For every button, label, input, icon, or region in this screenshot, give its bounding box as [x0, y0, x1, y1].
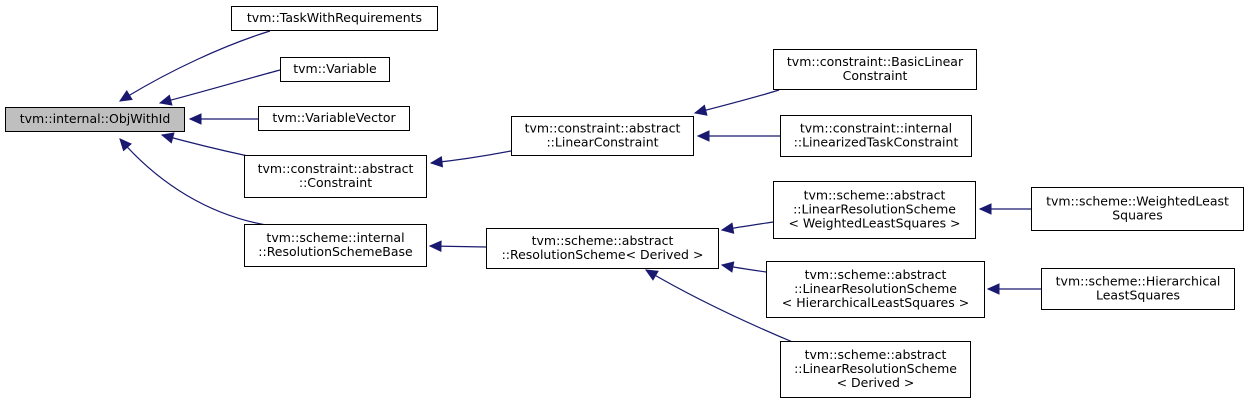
node-label-line: tvm::scheme::WeightedLeast: [1046, 194, 1229, 209]
edge-line: [430, 150, 512, 164]
node-box: [244, 155, 427, 198]
arrowhead: [986, 283, 1000, 295]
arrowhead: [118, 90, 133, 102]
arrowhead: [158, 94, 173, 106]
edge-task_with_requirements-to-objwithid: [118, 30, 271, 102]
node-label-line: tvm::scheme::abstract: [532, 233, 674, 248]
node-label-line: Squares: [1112, 208, 1163, 223]
node-label-line: ::LinearResolutionScheme: [794, 361, 957, 376]
edge-line: [119, 138, 267, 226]
node-label-line: Constraint: [843, 68, 908, 83]
node-label-line: ::ResolutionSchemeBase: [258, 244, 413, 259]
node-label-line: < Derived >: [837, 375, 915, 390]
node-box: [780, 115, 972, 157]
node-label-line: tvm::constraint::internal: [800, 121, 952, 136]
edge-constraint-to-objwithid: [160, 132, 249, 157]
node-label-line: tvm::constraint::BasicLinear: [787, 54, 964, 69]
node-label-line: tvm::scheme::abstract: [804, 188, 946, 203]
edge-lrs_derived-to-resolution_scheme: [644, 269, 796, 344]
node-label-line: tvm::scheme::Hierarchical: [1056, 274, 1221, 289]
arrowhead: [428, 240, 442, 252]
node-label-line: tvm::scheme::abstract: [805, 347, 947, 362]
node-linear-constraint[interactable]: tvm::constraint::abstract::LinearConstra…: [511, 116, 694, 156]
node-objwithid[interactable]: tvm::internal::ObjWithId: [5, 107, 185, 132]
node-lrs-derived[interactable]: tvm::scheme::abstract::LinearResolutionS…: [780, 341, 971, 398]
node-box: [773, 49, 977, 90]
node-box: [1031, 187, 1244, 231]
edge-resolution_scheme_base-to-objwithid: [119, 138, 267, 226]
edge-linearized_task_constraint-to-linear_constraint: [696, 130, 780, 142]
node-label-line: ::LinearResolutionScheme: [793, 202, 956, 217]
node-label-line: ::ResolutionScheme< Derived >: [502, 247, 704, 262]
node-box: [486, 228, 719, 269]
edge-line: [694, 89, 780, 114]
edge-resolution_scheme-to-resolution_scheme_base: [428, 240, 487, 252]
edges-layer: [118, 30, 1041, 344]
arrowhead: [693, 104, 708, 116]
node-variable-vector[interactable]: tvm::VariableVector: [258, 106, 410, 131]
node-box: [231, 6, 438, 31]
node-label-line: tvm::constraint::abstract: [258, 161, 414, 176]
arrowhead: [720, 261, 735, 273]
node-label-line: tvm::scheme::internal: [266, 230, 404, 245]
edge-lrs_weighted-to-resolution_scheme: [720, 221, 774, 234]
edge-line: [159, 69, 281, 104]
node-task-with-requirements[interactable]: tvm::TaskWithRequirements: [231, 6, 438, 31]
node-label-line: < WeightedLeastSquares >: [788, 216, 960, 231]
node-weighted-least-squares[interactable]: tvm::scheme::WeightedLeastSquares: [1031, 187, 1244, 231]
node-label-line: tvm::TaskWithRequirements: [247, 10, 422, 25]
arrowhead: [720, 222, 735, 234]
node-label-line: ::LinearizedTaskConstraint: [794, 135, 959, 150]
node-label-line: tvm::Variable: [293, 61, 377, 76]
node-label-line: ::Constraint: [299, 175, 372, 190]
arrowhead: [978, 203, 992, 215]
arrowhead: [160, 132, 175, 144]
edge-line: [645, 269, 796, 344]
edge-line: [161, 134, 249, 157]
node-label-line: tvm::VariableVector: [272, 110, 396, 125]
edge-variable_vector-to-objwithid: [188, 113, 258, 125]
node-label-line: < HierarchicalLeastSquares >: [782, 295, 969, 310]
node-box: [766, 261, 985, 318]
edge-line: [119, 30, 271, 102]
edge-linear_constraint-to-constraint: [429, 150, 512, 168]
edge-weighted_least_squares-to-lrs_weighted: [978, 203, 1031, 215]
node-label-line: ::LinearResolutionScheme: [794, 281, 957, 296]
nodes-layer: tvm::internal::ObjWithId tvm::TaskWithReq…: [5, 6, 1244, 398]
node-box: [258, 106, 410, 131]
arrowhead: [429, 156, 444, 168]
node-hierarchical-least-squares[interactable]: tvm::scheme::HierarchicalLeastSquares: [1041, 268, 1235, 310]
node-resolution-scheme[interactable]: tvm::scheme::abstract::ResolutionScheme<…: [486, 228, 719, 269]
edge-hierarchical_least_squares-to-lrs_hierarchical: [986, 283, 1041, 295]
arrowhead: [119, 138, 132, 152]
node-box: [511, 116, 694, 156]
node-label-line: LeastSquares: [1096, 288, 1180, 303]
node-label-line: tvm::scheme::abstract: [805, 267, 947, 282]
node-resolution-scheme-base[interactable]: tvm::scheme::internal::ResolutionSchemeB…: [244, 224, 427, 267]
edge-basic_linear_constraint-to-linear_constraint: [693, 89, 780, 116]
edge-variable-to-objwithid: [158, 69, 281, 106]
node-constraint[interactable]: tvm::constraint::abstract::Constraint: [244, 155, 427, 198]
node-label-line: tvm::internal::ObjWithId: [20, 111, 171, 126]
node-box: [1041, 268, 1235, 310]
node-variable[interactable]: tvm::Variable: [280, 57, 390, 82]
node-box: [5, 107, 185, 132]
node-box: [244, 224, 427, 267]
node-box: [280, 57, 390, 82]
node-box: [773, 181, 976, 239]
arrowhead: [696, 130, 710, 142]
arrowhead: [644, 269, 659, 281]
node-lrs-hierarchical[interactable]: tvm::scheme::abstract::LinearResolutionS…: [766, 261, 985, 318]
edge-lrs_hierarchical-to-resolution_scheme: [720, 261, 767, 273]
node-label-line: tvm::constraint::abstract: [525, 121, 681, 136]
node-label-line: ::LinearConstraint: [546, 135, 658, 150]
node-linearized-task-constraint[interactable]: tvm::constraint::internal::LinearizedTas…: [780, 115, 972, 157]
arrowhead: [188, 113, 202, 125]
node-lrs-weighted[interactable]: tvm::scheme::abstract::LinearResolutionS…: [773, 181, 976, 239]
node-box: [780, 341, 971, 398]
